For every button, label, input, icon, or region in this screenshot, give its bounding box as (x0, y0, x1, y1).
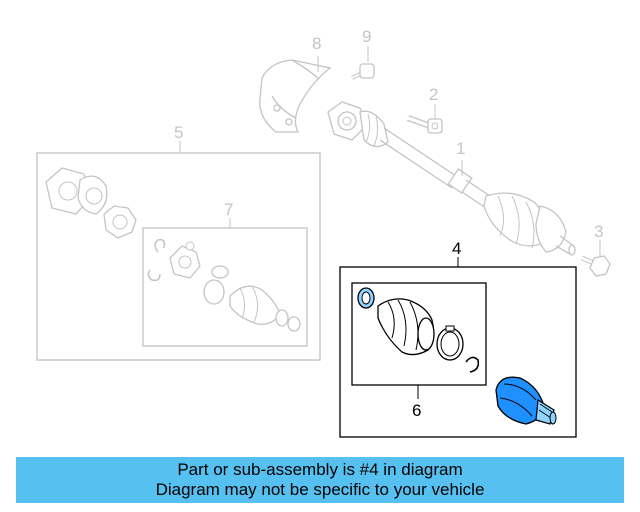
part-5-box (36, 152, 321, 361)
banner-line-2: Diagram may not be specific to your vehi… (155, 480, 485, 499)
part-3-nut (581, 255, 611, 277)
part-6-box (351, 282, 487, 386)
callout-5[interactable]: 5 (174, 123, 183, 142)
part-9-bolt (351, 63, 375, 80)
part-1-axle-shaft (327, 101, 576, 256)
cv-joint-highlighted (495, 376, 557, 425)
callout-3[interactable]: 3 (594, 222, 603, 241)
callout-2[interactable]: 2 (429, 85, 438, 104)
part-7-parts (147, 238, 301, 332)
callout-4[interactable]: 4 (452, 239, 461, 258)
part-7-box (142, 227, 308, 347)
part-8-heat-shield (259, 59, 332, 133)
callout-1[interactable]: 1 (456, 139, 465, 158)
part-2-bolt (406, 115, 443, 134)
callout-6[interactable]: 6 (412, 401, 421, 420)
callout-8[interactable]: 8 (312, 34, 321, 53)
callout-7[interactable]: 7 (224, 200, 233, 219)
banner-line-1: Part or sub-assembly is #4 in diagram (177, 460, 463, 479)
callout-9[interactable]: 9 (362, 27, 371, 46)
clamp-highlighted (357, 287, 375, 309)
part-5-parts (45, 167, 137, 239)
info-banner: Part or sub-assembly is #4 in diagram Di… (16, 457, 624, 503)
part-6-parts (357, 287, 480, 373)
